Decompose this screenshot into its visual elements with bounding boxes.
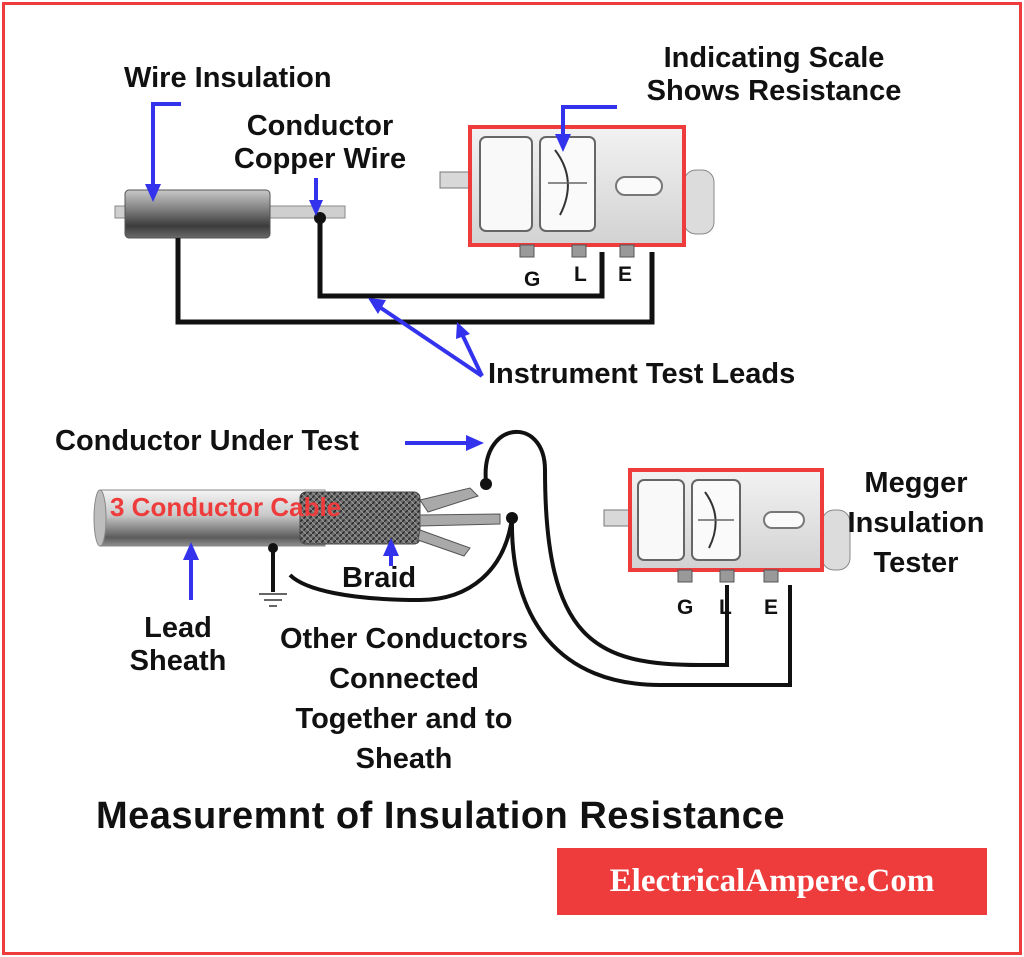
bottom-terminal-l: L [719, 596, 732, 619]
megger-label-line3: Tester [873, 547, 959, 579]
scale-label-line1: Indicating Scale [663, 42, 885, 74]
conductor-label: Conductor Copper Wire [222, 110, 418, 177]
top-megger-meter [439, 125, 715, 258]
other-conductors-label: Other Conductors Connected Together and … [254, 619, 554, 779]
cable-label: 3 Conductor Cable [110, 492, 342, 522]
conductor-label-line1: Conductor [246, 110, 394, 142]
brand-text: ElectricalAmpere.Com [609, 863, 935, 899]
bottom-arrows [183, 435, 484, 600]
bottom-terminal-e: E [764, 596, 779, 619]
instrument-test-leads-label: Instrument Test Leads [488, 358, 796, 390]
megger-label-line2: Insulation [847, 507, 985, 539]
top-wire-sample [114, 189, 346, 239]
megger-label-line1: Megger [864, 467, 968, 499]
diagram-title: Measuremnt of Insulation Resistance [96, 795, 785, 837]
top-terminal-g: G [524, 268, 541, 291]
wire-insulation-label: Wire Insulation [124, 62, 332, 94]
other-conductors-line3: Together and to [295, 703, 513, 735]
lead-sheath-label: Lead Sheath [118, 612, 238, 679]
bottom-megger-meter [603, 468, 851, 583]
top-arrows [145, 102, 617, 378]
other-conductors-line2: Connected [329, 663, 479, 695]
bottom-wires [271, 430, 792, 687]
top-terminal-l: L [574, 263, 587, 286]
bottom-cable [93, 487, 501, 557]
bottom-test-clip [480, 478, 492, 490]
top-conductor-clip [314, 212, 326, 224]
lead-sheath-line2: Sheath [129, 645, 227, 678]
braid-label: Braid [342, 562, 417, 594]
conductor-under-test-label: Conductor Under Test [55, 425, 359, 457]
scale-label-line2: Shows Resistance [646, 75, 902, 108]
lead-sheath-line1: Lead [144, 612, 212, 644]
bottom-common-clip [506, 512, 518, 524]
conductor-label-line2: Copper Wire [233, 143, 407, 176]
indicating-scale-label: Indicating Scale Shows Resistance [624, 42, 924, 109]
ground-symbol [259, 593, 287, 607]
megger-label: Megger Insulation Tester [828, 463, 1004, 583]
top-test-leads [175, 220, 655, 325]
sheath-clip [268, 543, 278, 553]
other-conductors-line1: Other Conductors [279, 623, 529, 655]
brand-banner: ElectricalAmpere.Com [557, 848, 987, 915]
other-conductors-line4: Sheath [355, 743, 453, 775]
top-terminal-e: E [618, 263, 633, 286]
bottom-terminal-g: G [677, 596, 694, 619]
